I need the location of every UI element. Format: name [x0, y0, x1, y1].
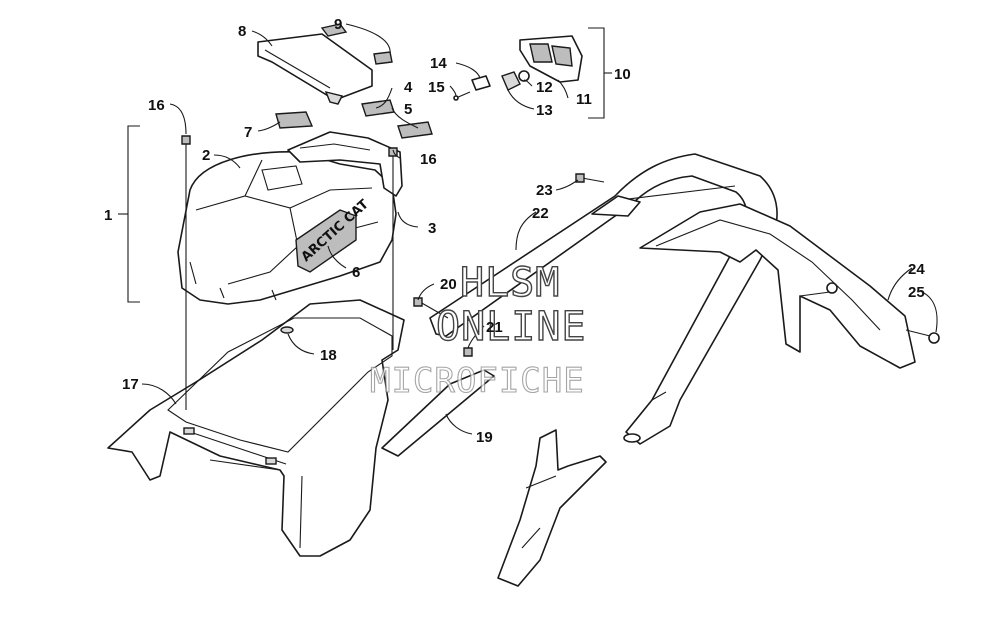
callout-22: 22 [532, 205, 549, 222]
part-2-rear-hood [177, 150, 397, 305]
part-23-bolt [575, 173, 641, 217]
callout-14: 14 [430, 55, 447, 72]
part-18-grommet [280, 326, 294, 334]
part-17-rear-tub [107, 299, 405, 557]
part-8-storage-lid [257, 33, 373, 105]
watermark-line1: HLSM [460, 260, 560, 306]
watermark: HLSM ONLINE MICROFICHE [369, 259, 587, 401]
callout-12: 12 [536, 79, 553, 96]
callout-5: 5 [404, 101, 412, 118]
callout-8: 8 [238, 23, 246, 40]
part-25-bolt [905, 329, 940, 344]
part-7-pad [275, 111, 314, 129]
part-4-pad [361, 99, 395, 117]
callouts: 1 2 3 4 5 6 7 8 9 10 11 12 13 14 15 16 1… [104, 16, 925, 446]
watermark-line3: MICROFICHE [370, 361, 585, 401]
callout-7: 7 [244, 124, 252, 141]
callout-21: 21 [486, 319, 503, 336]
callout-11: 11 [576, 91, 592, 108]
part-3-seat-rail [287, 131, 403, 197]
callout-17: 17 [122, 376, 139, 393]
callout-3: 3 [428, 220, 436, 237]
part-12-13-bulb-socket [501, 70, 530, 91]
callout-20: 20 [440, 276, 457, 293]
part-14-15-fastener [453, 75, 491, 101]
callout-2: 2 [202, 147, 210, 164]
part-19-bracket [381, 369, 607, 587]
part-9-clips [320, 23, 393, 65]
part-10-taillight [519, 35, 583, 83]
callout-24: 24 [908, 261, 925, 278]
part-22-rack [429, 153, 778, 445]
callout-23: 23 [536, 182, 553, 199]
callout-10: 10 [614, 66, 631, 83]
callout-6: 6 [352, 264, 360, 281]
callout-19: 19 [476, 429, 493, 446]
callout-13: 13 [536, 102, 553, 119]
callout-16a: 16 [148, 97, 165, 114]
watermark-line2: ONLINE [436, 304, 587, 350]
callout-15: 15 [428, 79, 445, 96]
callout-9: 9 [334, 16, 342, 33]
callout-18: 18 [320, 347, 337, 364]
part-24-snowflap [639, 203, 916, 369]
callout-1: 1 [104, 207, 112, 224]
callout-4: 4 [404, 79, 413, 96]
part-5-pad [397, 121, 433, 139]
leader-lines [118, 23, 938, 435]
part-16-bolts [181, 135, 398, 410]
callout-16b: 16 [420, 151, 437, 168]
callout-25: 25 [908, 284, 925, 301]
